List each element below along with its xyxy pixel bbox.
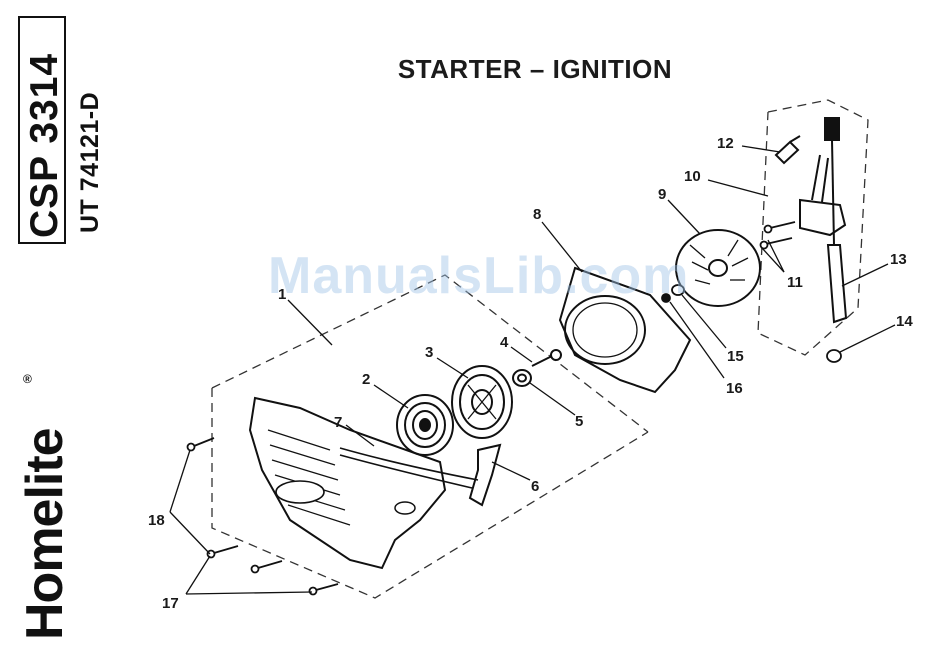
callout-11: 11 — [787, 274, 803, 291]
rewind-spring — [397, 395, 453, 455]
pulley-screw — [532, 350, 561, 366]
callout-3: 3 — [425, 344, 433, 361]
callout-7: 7 — [334, 414, 342, 431]
spark-plug — [776, 136, 800, 163]
callout-17: 17 — [162, 595, 179, 612]
callout-16: 16 — [726, 380, 743, 397]
callout-4: 4 — [500, 334, 508, 351]
module-screws — [761, 222, 796, 249]
callout-18: 18 — [148, 512, 165, 529]
starter-housing — [250, 398, 445, 568]
callout-15: 15 — [727, 348, 744, 365]
watermark: ManualsLib.com — [268, 246, 689, 306]
hex-nut — [827, 350, 841, 362]
callout-2: 2 — [362, 371, 370, 388]
callout-8: 8 — [533, 206, 541, 223]
callout-6: 6 — [531, 478, 539, 495]
starter-pulley — [452, 366, 512, 438]
callout-14: 14 — [896, 313, 913, 330]
callout-9: 9 — [658, 186, 666, 203]
washer — [513, 370, 531, 386]
ignition-module — [800, 155, 845, 235]
starter-handle — [470, 445, 500, 505]
callout-13: 13 — [890, 251, 907, 268]
callout-5: 5 — [575, 413, 583, 430]
callout-1: 1 — [278, 286, 286, 303]
callout-10: 10 — [684, 168, 701, 185]
callout-12: 12 — [717, 135, 734, 152]
